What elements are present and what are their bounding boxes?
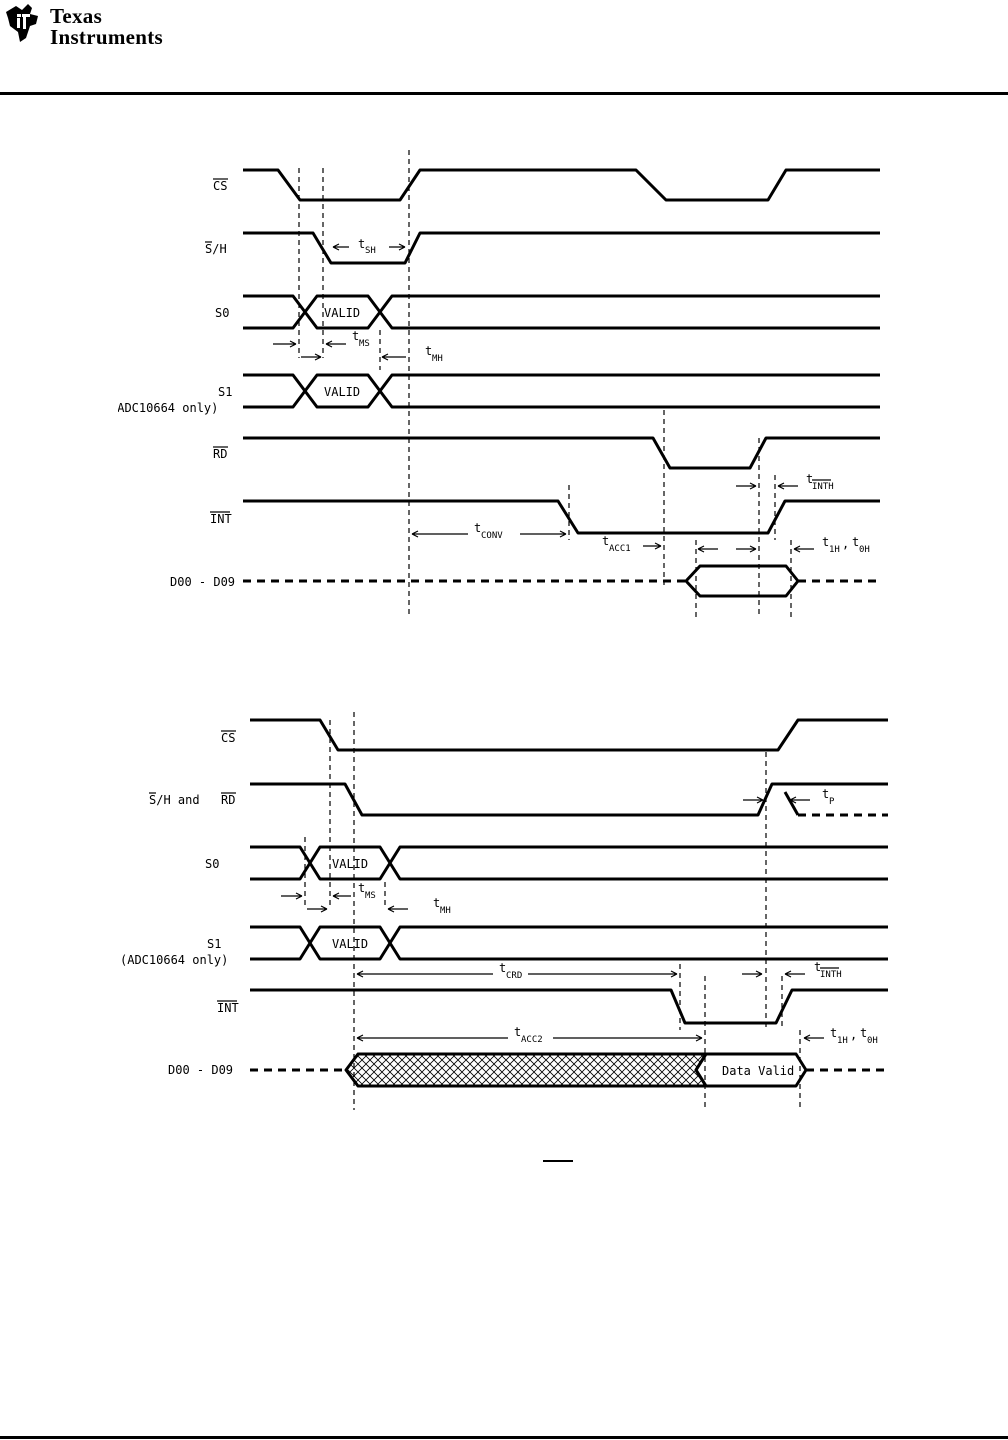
- label-sh: S/H: [205, 242, 227, 256]
- t1h-subscript: 1H: [837, 1036, 848, 1046]
- label-s1-note: (ADC10664 only): [120, 953, 228, 967]
- arrow-tinth: [742, 970, 805, 978]
- t0h-subscript: 0H: [859, 545, 870, 555]
- tmh-subscript: MH: [440, 906, 451, 916]
- tms-subscript: MS: [365, 891, 376, 901]
- tms-label: t: [352, 329, 359, 343]
- tinth-label: t: [814, 960, 821, 974]
- tacc1-label: t: [602, 534, 609, 548]
- arrow-tmh: [381, 353, 406, 361]
- t1h-label: t: [822, 535, 829, 549]
- label-int: INT: [210, 512, 232, 526]
- tconv-subscript: CONV: [481, 531, 503, 541]
- caption-overbar: [543, 1160, 573, 1162]
- wave-data-invalid: [344, 1052, 708, 1088]
- tms-label: t: [358, 881, 365, 895]
- tmh-subscript: MH: [432, 354, 443, 364]
- page-header: Texas Instruments: [0, 0, 1008, 96]
- t0h-subscript: 0H: [867, 1036, 878, 1046]
- timing-diagram-2: CS S/H and RD S0 S1 (ADC10664 only) INT …: [118, 712, 888, 1112]
- arrow-tms-left: [281, 892, 303, 900]
- s0-valid-label: VALID: [324, 306, 360, 320]
- arrow-tms: [301, 340, 346, 361]
- timing-diagram-1: CS S/H S0 S1 (ADC10664 only) RD INT D00 …: [110, 140, 888, 620]
- arrow-tp: [789, 796, 810, 804]
- label-rd: RD: [213, 447, 227, 461]
- label-sh-rd-a: S/H and: [149, 793, 200, 807]
- timing-diagram-2-svg: CS S/H and RD S0 S1 (ADC10664 only) INT …: [120, 712, 888, 1110]
- tmh-label: t: [425, 344, 432, 358]
- footer-rule: [0, 1436, 1008, 1439]
- tinth-label: t: [806, 472, 813, 486]
- tacc2-subscript: ACC2: [521, 1035, 543, 1045]
- tmh-label: t: [433, 896, 440, 910]
- arrow-tms: [307, 892, 351, 913]
- logo-text-line2: Instruments: [50, 25, 163, 49]
- arrow-tsh: [332, 243, 406, 251]
- wave-s1: [243, 373, 880, 409]
- wave-int: [243, 499, 880, 535]
- label-data: D00 - D09: [170, 575, 235, 589]
- wave-int: [250, 988, 888, 1025]
- label-int: INT: [217, 1001, 239, 1015]
- wave-sh-rd: [250, 782, 888, 817]
- arrow-tcrd: [356, 970, 678, 978]
- label-data: D00 - D09: [168, 1063, 233, 1077]
- label-cs: CS: [213, 179, 227, 193]
- header-rule: [0, 92, 1008, 95]
- tacc2-label: t: [514, 1025, 521, 1039]
- s0-valid-label: VALID: [332, 857, 368, 871]
- wave-sh-rd-release: [783, 791, 800, 816]
- arrow-tmh: [387, 905, 408, 913]
- ti-logo-icon: [6, 4, 38, 42]
- tsh-label: t: [358, 237, 365, 251]
- wave-s0: [243, 294, 880, 330]
- arrow-tconv: [411, 530, 567, 538]
- wave-s1: [250, 925, 888, 961]
- arrow-t1h: [793, 545, 814, 553]
- tp-subscript: P: [829, 797, 835, 807]
- tp-label: t: [822, 787, 829, 801]
- t1h-label: t: [830, 1026, 837, 1040]
- t1h-subscript: 1H: [829, 545, 840, 555]
- label-s1: S1: [218, 385, 232, 399]
- tinth-subscript: INTH: [812, 482, 834, 492]
- t0h-label: t: [852, 535, 859, 549]
- logo-text-line1: Texas: [50, 4, 103, 28]
- s1-valid-label: VALID: [332, 937, 368, 951]
- data-valid-label: Data Valid: [722, 1064, 794, 1078]
- wave-s0: [250, 845, 888, 881]
- arrow-data-window: [697, 545, 757, 553]
- t1h-t0h-comma: ,: [850, 1028, 857, 1042]
- tacc1-subscript: ACC1: [609, 544, 631, 554]
- label-s0: S0: [205, 857, 219, 871]
- arrow-tacc2: [356, 1034, 703, 1042]
- label-cs: CS: [221, 731, 235, 745]
- label-s1: S1: [207, 937, 221, 951]
- tinth-subscript: INTH: [820, 970, 842, 980]
- arrow-tp-left: [743, 796, 764, 804]
- wave-cs: [243, 168, 880, 202]
- arrow-tms-left: [273, 340, 297, 348]
- t0h-label: t: [860, 1026, 867, 1040]
- label-s1-note: (ADC10664 only): [118, 401, 218, 415]
- tsh-subscript: SH: [365, 246, 376, 256]
- arrow-t1h: [803, 1034, 824, 1042]
- wave-rd: [243, 436, 880, 470]
- arrow-tinth: [736, 482, 798, 490]
- tconv-label: t: [474, 521, 481, 535]
- t1h-t0h-comma: ,: [842, 537, 849, 551]
- wave-cs: [250, 718, 888, 752]
- tms-subscript: MS: [359, 339, 370, 349]
- timing-diagram-1-svg: CS S/H S0 S1 (ADC10664 only) RD INT D00 …: [110, 150, 880, 618]
- s1-valid-label: VALID: [324, 385, 360, 399]
- label-s0: S0: [215, 306, 229, 320]
- tcrd-label: t: [499, 961, 506, 975]
- wave-data-valid: [684, 564, 800, 598]
- arrow-tacc1: [643, 542, 662, 550]
- label-sh-rd-b: RD: [221, 793, 235, 807]
- tcrd-subscript: CRD: [506, 971, 522, 981]
- wave-sh: [243, 231, 880, 265]
